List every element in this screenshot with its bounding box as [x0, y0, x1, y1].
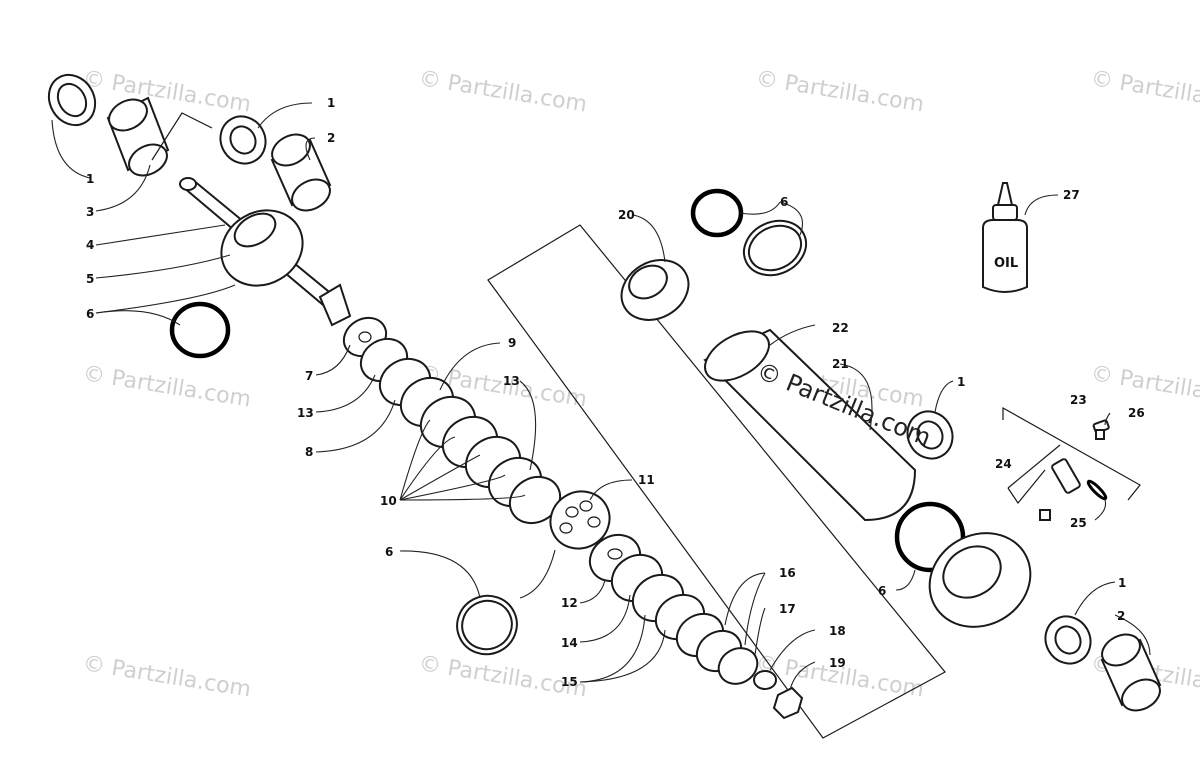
callout-label: 2: [1117, 609, 1125, 623]
callout-label: 25: [1070, 516, 1087, 530]
shock-body-part: [703, 328, 917, 522]
callout-label: 2: [327, 131, 335, 145]
assembly-bracket: [487, 224, 946, 739]
wear-band-part: [742, 219, 808, 277]
callout-label: 4: [86, 238, 94, 252]
leader-lines: [51, 102, 1151, 691]
reservoir-eye-part: [928, 532, 1032, 628]
callout-label: 13: [503, 374, 520, 388]
callout-label: 6: [878, 584, 886, 598]
callout-label: 13: [297, 406, 314, 420]
watermark: © Partzilla.com: [81, 651, 253, 702]
washer-part: [753, 670, 777, 690]
callout-label: 22: [832, 321, 849, 335]
callout-label: 8: [305, 445, 313, 459]
callout-label: 14: [561, 636, 578, 650]
callout-label: 17: [779, 602, 796, 616]
callout-label: 5: [86, 272, 94, 286]
watermark: © Partzilla.com: [1089, 361, 1200, 412]
callout-label: 20: [618, 208, 635, 222]
shim-stack-upper: [342, 316, 562, 525]
watermark: © Partzilla.com: [81, 66, 253, 117]
callout-label: 1: [86, 172, 94, 186]
watermark: © Partzilla.com: [1089, 66, 1200, 117]
screw-part: [1092, 419, 1110, 440]
sleeve-part: [106, 96, 170, 177]
alignment-line: [151, 112, 213, 161]
watermark: © Partzilla.com: [81, 361, 253, 412]
spacer-part: [270, 133, 332, 212]
callout-label: 3: [86, 205, 94, 219]
shaft-eye-part: [220, 209, 304, 287]
wear-band-part: [456, 594, 518, 656]
callout-label: 16: [779, 566, 796, 580]
callout-label: 23: [1070, 393, 1087, 407]
callout-label: 7: [305, 369, 313, 383]
callout-labels: 1 1 1 1 2 2 3 4 5 6 6 6 6 7 8 9 10 11 12…: [86, 96, 1145, 689]
callout-label: 18: [829, 624, 846, 638]
small-o-ring-part: [1086, 479, 1108, 501]
seal-head-part: [620, 259, 690, 321]
callout-label: 1: [1118, 576, 1126, 590]
bushing-part: [219, 115, 267, 165]
watermark: © Partzilla.com: [417, 66, 589, 117]
piston-part: [549, 490, 611, 550]
oil-label: OIL: [994, 256, 1018, 271]
callout-label: 24: [995, 457, 1012, 471]
oil-bottle-part: [982, 182, 1028, 293]
callout-label: 26: [1128, 406, 1145, 420]
spacer-part: [1100, 633, 1162, 712]
bushing-part: [1044, 615, 1092, 665]
valve-body-part: [1051, 458, 1081, 494]
callout-label: 1: [327, 96, 335, 110]
valve-bracket-24b: [1007, 469, 1046, 505]
o-ring-part: [169, 301, 231, 359]
nut-part: [772, 686, 804, 720]
callout-label: 15: [561, 675, 578, 689]
callout-label: 10: [380, 494, 397, 508]
bushing-part: [47, 73, 97, 127]
valve-plug-part: [1039, 509, 1051, 521]
bushing-part: [906, 410, 954, 460]
watermark: © Partzilla.com: [754, 66, 926, 117]
callout-label: 27: [1063, 188, 1080, 202]
callout-label: 11: [638, 473, 655, 487]
valve-bracket-24: [1007, 444, 1061, 489]
callout-label: 6: [780, 195, 788, 209]
callout-label: 1: [957, 375, 965, 389]
callout-label: 12: [561, 596, 578, 610]
callout-label: 9: [508, 336, 516, 350]
o-ring-part: [894, 501, 966, 573]
valve-bracket-23: [1002, 406, 1141, 501]
callout-label: 19: [829, 656, 846, 670]
o-ring-part: [690, 188, 744, 238]
shim-stack-lower: [588, 533, 759, 685]
callout-label: 6: [86, 307, 94, 321]
callout-label: 6: [385, 545, 393, 559]
callout-label: 21: [832, 357, 849, 371]
